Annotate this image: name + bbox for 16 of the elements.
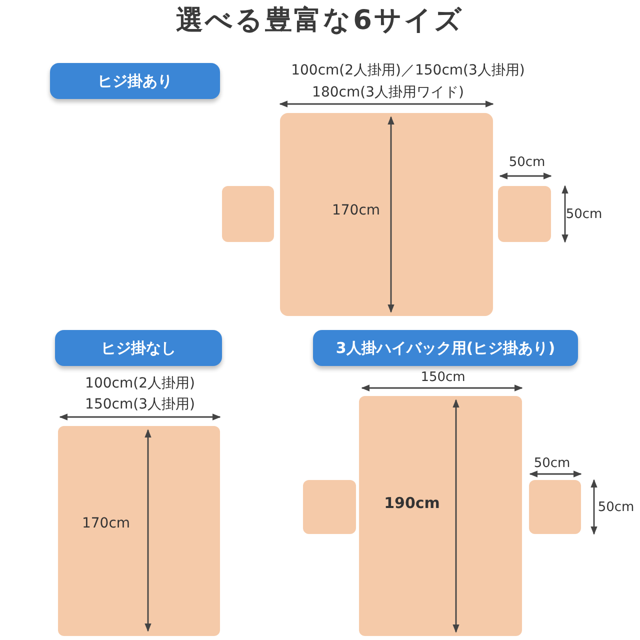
dimension-label: 150cm(3人掛用): [85, 397, 195, 413]
dimension-label: 100cm(2人掛用)／150cm(3人掛用): [291, 63, 525, 79]
section-heading: 3人掛ハイバック用(ヒジ掛あり): [313, 330, 578, 366]
section-heading: ヒジ掛なし: [55, 330, 222, 366]
dimension-label: 50cm: [508, 156, 546, 170]
dimension-label: 170cm: [82, 516, 130, 532]
dimension-label: 170cm: [332, 203, 380, 219]
dimension-label: 50cm: [598, 500, 634, 516]
dimension-label: 50cm: [566, 208, 602, 222]
section-heading: ヒジ掛あり: [50, 63, 220, 99]
title: 選べる豊富な6サイズ: [176, 4, 464, 38]
dimension-label: 100cm(2人掛用): [85, 376, 195, 392]
dimension-label: 50cm: [534, 456, 570, 472]
dimension-label: 180cm(3人掛用ワイド): [312, 85, 464, 101]
dimension-label: 150cm: [420, 370, 466, 386]
dimension-label: 190cm: [384, 494, 440, 512]
